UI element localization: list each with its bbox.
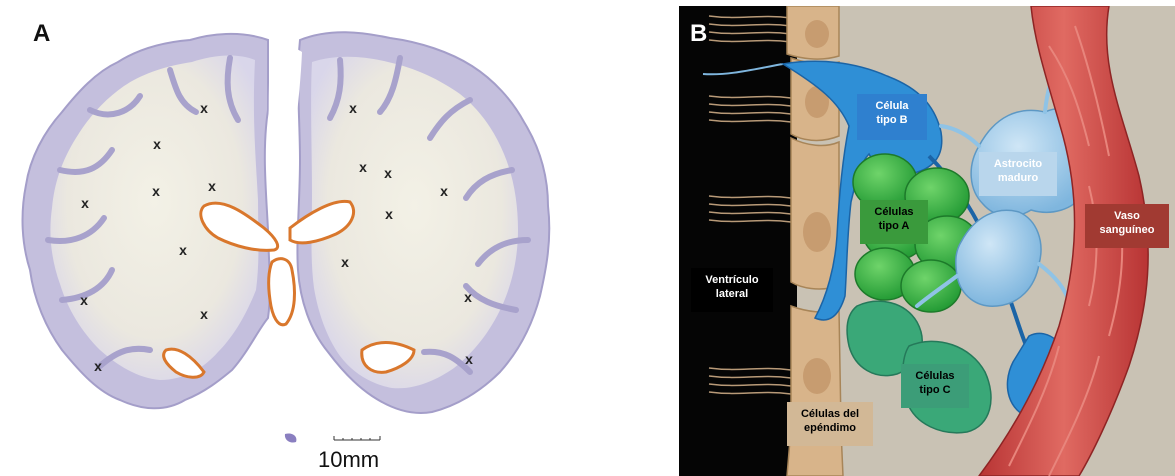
panel-b-label: B	[690, 22, 707, 46]
sample-marker: x	[349, 101, 357, 115]
ventricle-lumen	[679, 6, 797, 476]
sample-marker: x	[359, 160, 367, 174]
sample-marker: x	[385, 207, 393, 221]
sample-marker: x	[80, 293, 88, 307]
panel-a-label: A	[33, 22, 50, 46]
sample-marker: x	[200, 307, 208, 321]
sample-marker: x	[208, 179, 216, 193]
brain-section-image	[0, 0, 640, 476]
sample-marker: x	[341, 255, 349, 269]
sample-marker: x	[384, 166, 392, 180]
sample-marker: x	[81, 196, 89, 210]
panel-a-brain-section: A x x x x x x x x x x x x x x x x x 10mm	[0, 0, 640, 476]
sample-marker: x	[440, 184, 448, 198]
sample-marker: x	[152, 184, 160, 198]
scale-bar-label: 10mm	[318, 449, 379, 471]
sample-marker: x	[465, 352, 473, 366]
sample-marker: x	[179, 243, 187, 257]
sample-marker: x	[153, 137, 161, 151]
scale-bar	[334, 436, 380, 440]
sample-marker: x	[200, 101, 208, 115]
sample-marker: x	[94, 359, 102, 373]
sample-marker: x	[464, 290, 472, 304]
